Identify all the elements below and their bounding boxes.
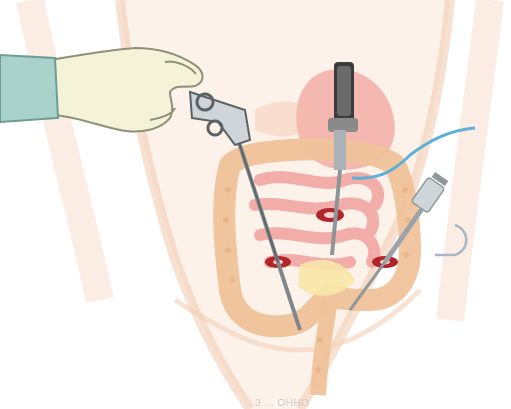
watermark-text: 3 ... OHHO bbox=[255, 398, 309, 409]
sleeve bbox=[0, 55, 58, 122]
